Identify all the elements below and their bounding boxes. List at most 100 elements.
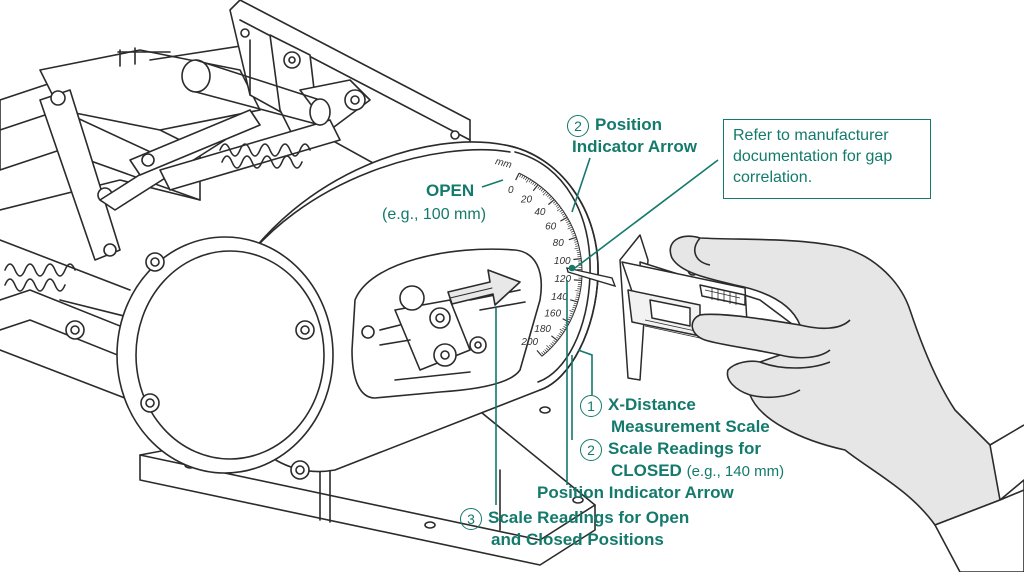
scale-minor-tick (569, 228, 574, 231)
manufacturer-note: Refer to manufacturer documentation for … (723, 119, 931, 199)
callout-number: 1 (580, 394, 602, 417)
scale-tick-label: 160 (544, 309, 561, 320)
closed-label-line2: CLOSED (e.g., 140 mm) (611, 460, 784, 482)
scale-minor-tick (540, 188, 544, 192)
scale-major-tick (551, 335, 558, 342)
scale-minor-tick (559, 209, 563, 213)
scale-minor-tick (542, 189, 546, 193)
scale-tick-label: 120 (554, 274, 571, 285)
scale-minor-tick (577, 253, 581, 256)
scale-major-tick (562, 318, 570, 323)
label-line: Scale Readings for Open (488, 508, 690, 527)
scale-minor-tick (519, 173, 522, 178)
scale-minor-tick (568, 224, 572, 227)
scale-major-tick (573, 279, 582, 282)
x-distance-label-line2: Measurement Scale (611, 416, 770, 437)
scale-minor-tick (554, 202, 558, 206)
scale-minor-tick (561, 213, 566, 216)
label-line: and Closed Positions (491, 530, 664, 549)
position-arrow-label-bottom: Position Indicator Arrow (537, 482, 734, 503)
scale-minor-tick (575, 296, 579, 299)
scale-minor-tick (542, 350, 546, 354)
scale-tick-label: 200 (520, 337, 538, 348)
scale-major-tick (547, 199, 555, 206)
scale-minor-tick (545, 192, 549, 196)
scale-tick-label: 140 (551, 292, 568, 303)
scale-minor-tick (576, 251, 581, 254)
scale-minor-tick (576, 249, 580, 251)
scale-minor-tick (556, 336, 560, 340)
scale-minor-tick (575, 298, 579, 301)
scale-minor-tick (542, 191, 547, 196)
scale-minor-tick (547, 194, 550, 198)
scale-minor-tick (574, 243, 579, 245)
end-cap (116, 236, 334, 480)
scale-minor-tick (550, 343, 554, 346)
open-example-text: (e.g., 100 mm) (382, 206, 487, 223)
scale-major-tick (536, 349, 543, 357)
scale-minor-tick (576, 294, 580, 296)
callout-number: 2 (567, 114, 589, 137)
scale-minor-tick (533, 183, 537, 187)
scale-minor-tick (574, 241, 578, 243)
scale-minor-tick (559, 328, 565, 333)
scale-tick-label: 180 (534, 324, 551, 335)
scale-tick-label: 40 (534, 207, 546, 218)
scale-minor-tick (577, 288, 581, 290)
scale-minor-tick (530, 180, 533, 184)
scale-minor-tick (552, 200, 556, 204)
scale-minor-tick (550, 197, 554, 201)
callout-number: 2 (580, 438, 602, 461)
readings-label-line2: and Closed Positions (491, 529, 664, 550)
label-line: Measurement Scale (611, 417, 770, 436)
scale-major-tick (515, 172, 520, 181)
scale-minor-tick (571, 232, 575, 235)
scale-minor-tick (532, 181, 535, 185)
scale-minor-tick (557, 334, 561, 338)
open-label: OPEN (426, 180, 474, 201)
scale-minor-tick (576, 292, 580, 294)
measurement-needle (566, 267, 617, 288)
label-line: Scale Readings for (608, 439, 762, 458)
position-arrow-label-top-line2: Indicator Arrow (572, 136, 697, 157)
scale-minor-tick (544, 349, 548, 353)
scale-tick-label: 20 (520, 194, 533, 205)
open-title: OPEN (426, 181, 475, 200)
readings-label: 3 Scale Readings for Open (460, 507, 689, 530)
scale-minor-tick (560, 211, 564, 214)
scale-rim (518, 172, 583, 357)
scale-minor-tick (565, 218, 569, 222)
closed-example: (e.g., 140 mm) (686, 463, 785, 480)
scale-tick-label: 80 (553, 238, 565, 249)
scale-minor-tick (575, 290, 581, 292)
label-line: Indicator Arrow (572, 137, 697, 156)
scale-minor-tick (567, 226, 573, 230)
scale-minor-tick (571, 308, 576, 311)
scale-minor-tick (567, 318, 571, 321)
scale-minor-tick (573, 302, 578, 305)
scale-minor-tick (528, 179, 532, 183)
scale-minor-tick (553, 339, 557, 343)
scale-major-tick (570, 299, 578, 303)
scale-minor-tick (563, 215, 567, 218)
scale-tick-label: 0 (508, 185, 514, 196)
scale-major-tick (560, 216, 568, 222)
scale-minor-tick (558, 333, 562, 336)
scale-minor-tick (559, 331, 564, 334)
scale-major-tick (532, 184, 539, 192)
scale-minor-tick (551, 341, 555, 345)
scale-minor-tick (523, 176, 526, 180)
leader-lines (481, 157, 719, 505)
scale-minor-tick (569, 310, 575, 313)
scale-tick-label: 60 (545, 222, 557, 233)
scale-minor-tick (545, 347, 549, 351)
scale-minor-tick (556, 206, 561, 209)
scale-minor-tick (563, 326, 567, 329)
scale-minor-tick (570, 230, 575, 233)
scale-tick-label: 100 (554, 256, 571, 267)
scale-minor-tick (555, 204, 559, 207)
callout-number: 3 (460, 507, 482, 530)
